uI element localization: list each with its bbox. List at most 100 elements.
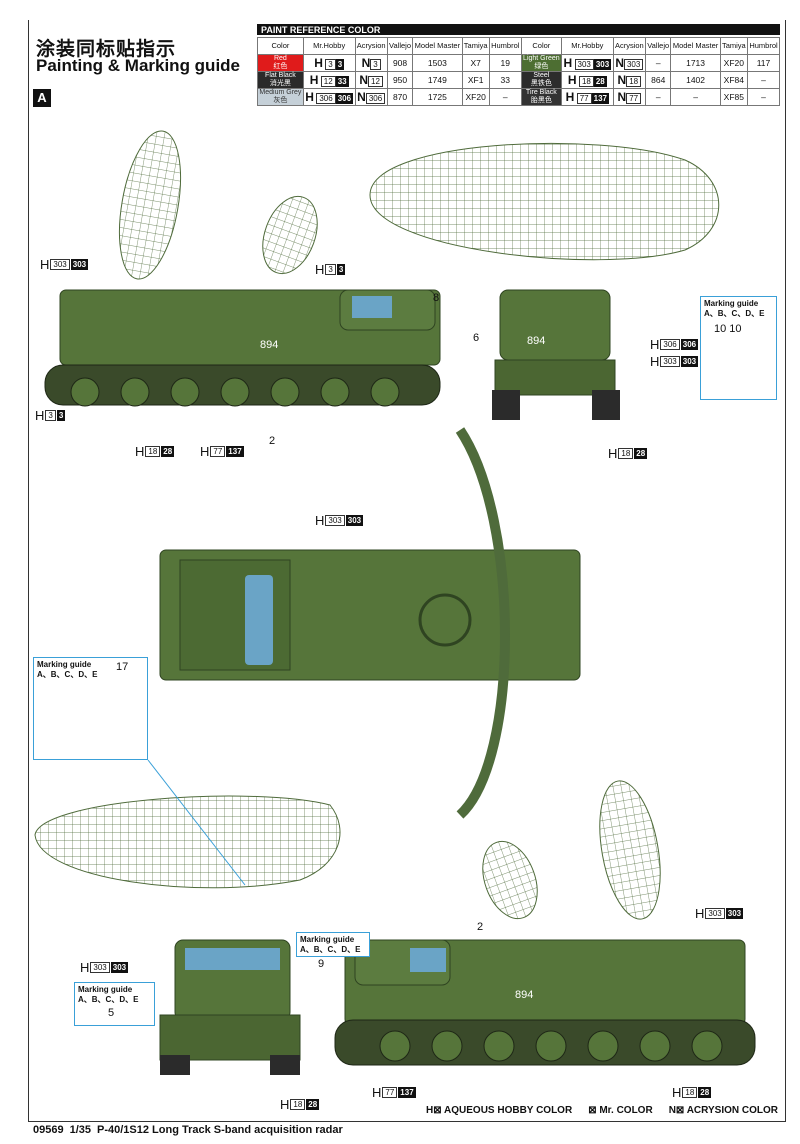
side-view-left: 894 — [44, 130, 441, 407]
acrysion-code: 3 — [370, 59, 381, 71]
paint-prefix: H — [200, 444, 210, 459]
legend-acrysion: N⊠ ACRYSION COLOR — [668, 1105, 778, 1116]
mr-color-code: 28 — [698, 1087, 712, 1098]
paint-prefix: H — [35, 408, 45, 423]
part-number-2: 2 — [477, 921, 484, 933]
aqueous-code: 77 — [576, 93, 592, 105]
tamiya-cell: XF85 — [719, 88, 748, 106]
paint-prefix: H — [315, 513, 325, 528]
page-frame — [28, 20, 786, 1122]
part-number-6: 6 — [473, 332, 480, 344]
paint-prefix: H — [40, 257, 50, 272]
mr-color-code: 3 — [335, 59, 345, 71]
kit-scale: 1/35 — [69, 1124, 92, 1136]
color-name: Red — [273, 55, 287, 62]
mr-color-code: 28 — [161, 446, 175, 457]
humbrol-cell: – — [746, 88, 781, 106]
decal-number: 9 — [318, 958, 325, 970]
vallejo-cell: 870 — [386, 88, 414, 106]
color-name-cn: 胎黑色 — [530, 97, 552, 104]
paint-prefix: H — [650, 337, 660, 352]
color-name: Tire Black — [525, 89, 557, 96]
color-name: Light Green — [523, 55, 560, 62]
tamiya-cell: XF20 — [461, 88, 490, 106]
aqueous-code: 77 — [210, 446, 226, 457]
kit-number: 09569 — [33, 1124, 64, 1136]
color-name-cn: 黑铁色 — [530, 80, 552, 87]
paint-prefix: H — [80, 960, 90, 975]
acrysion-code: 18 — [626, 76, 642, 88]
marking-guide-variants: A、B、C、D、E — [704, 309, 765, 318]
marking-guide-variants: A、B、C、D、E — [37, 670, 98, 679]
top-view — [159, 427, 581, 819]
marking-guide-label: Marking guide — [704, 299, 759, 308]
mr-color-code: 306 — [335, 93, 354, 105]
paint-prefix: H — [695, 906, 705, 921]
part-number-8: 8 — [433, 292, 440, 304]
marking-guide-variants: A、B、C、D、E — [300, 945, 361, 954]
acrysion-code: 303 — [623, 59, 644, 71]
mr-color-code: 137 — [226, 446, 244, 457]
hull-number: 894 — [515, 989, 533, 1001]
kit-name: P-40/1S12 Long Track S-band acquisition … — [97, 1124, 343, 1136]
mr-color-code: 303 — [345, 515, 364, 526]
front-view-right: 894 — [369, 142, 720, 420]
marking-guide-box: Marking guide A、B、C、D、E — [296, 932, 370, 957]
marking-leader-line — [147, 759, 246, 886]
mr-color-code: 28 — [593, 76, 607, 88]
title-en: Painting & Marking guide — [36, 56, 241, 75]
aqueous-code: 77 — [382, 1087, 398, 1098]
aqueous-code: 303 — [705, 908, 725, 919]
vallejo-cell: 908 — [386, 54, 414, 72]
color-name: Flat Black — [265, 72, 296, 79]
title-cn: 涂装同标贴指示 — [36, 39, 177, 60]
mr-color-code: 137 — [398, 1087, 416, 1098]
color-legend: H⊠ AQUEOUS HOBBY COLOR ⊠ Mr. COLOR N⊠ AC… — [426, 1105, 778, 1116]
paint-prefix: H — [608, 446, 618, 461]
paint-prefix: H — [280, 1097, 290, 1112]
marking-guide-label: Marking guide — [37, 660, 92, 669]
acrysion-code: 306 — [365, 93, 386, 105]
side-view-right: 894 — [334, 780, 756, 1066]
section-badge: A — [33, 89, 51, 107]
paint-prefix: H — [372, 1085, 382, 1100]
decal-number: 5 — [108, 1007, 115, 1019]
marking-guide-label: Marking guide — [78, 985, 133, 994]
mr-color-code: 3 — [336, 264, 346, 275]
aqueous-code: 303 — [660, 356, 680, 367]
mr-color-code: 33 — [335, 76, 349, 88]
marking-guide-box: Marking guide A、B、C、D、E 5 — [74, 982, 155, 1026]
marking-guide-box: Marking guide A、B、C、D、E 17 — [33, 657, 148, 760]
aqueous-code: 303 — [90, 962, 110, 973]
paint-prefix: H — [315, 262, 325, 277]
mr-color-code: 303 — [110, 962, 129, 973]
mr-color-code: 303 — [70, 259, 89, 270]
decal-number: 10 10 — [714, 323, 742, 335]
acrysion-code: 12 — [368, 76, 383, 88]
marking-guide-label: Marking guide — [300, 935, 355, 944]
mr-color-code: 303 — [680, 356, 699, 367]
color-name-cn: 红色 — [273, 63, 288, 70]
vallejo-cell: – — [644, 88, 672, 106]
aqueous-code: 18 — [290, 1099, 306, 1110]
mr-color-code: 303 — [725, 908, 744, 919]
aqueous-code: 18 — [145, 446, 161, 457]
aqueous-code: 306 — [316, 93, 336, 105]
